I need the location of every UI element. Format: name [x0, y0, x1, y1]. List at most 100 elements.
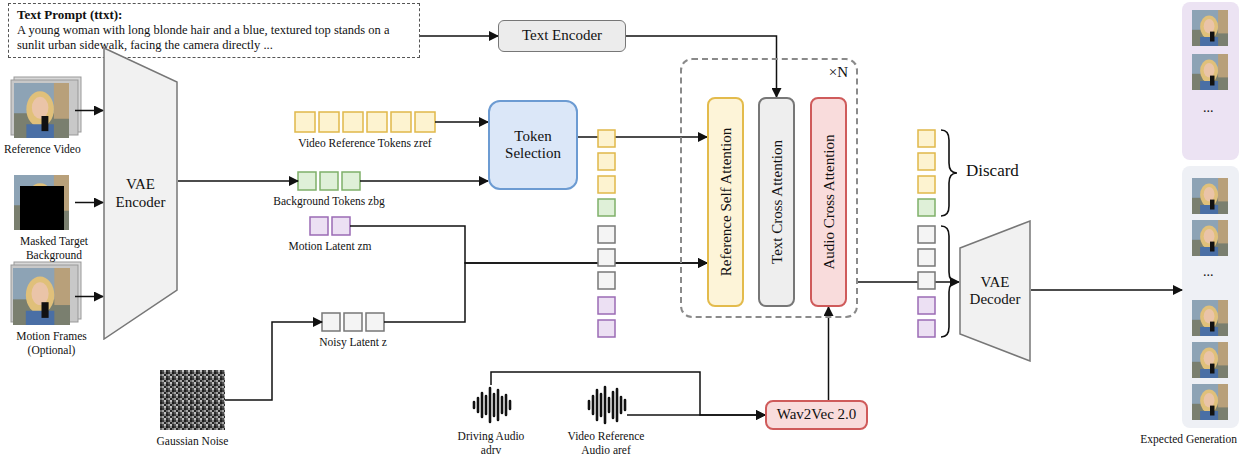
- audio-input: Driving Audio adrv: [470, 385, 512, 425]
- attention-box: Text Cross Attention: [758, 97, 795, 307]
- token: [918, 130, 935, 147]
- waveform: [474, 388, 510, 422]
- prompt-heading: Text Prompt (ttxt):: [17, 7, 411, 23]
- token-selection-box: Token Selection: [488, 100, 578, 190]
- video-frame: [1192, 10, 1228, 46]
- input-token-column: [598, 130, 615, 337]
- video-frame: [1192, 178, 1228, 214]
- noisy-tokens: [322, 313, 384, 331]
- caption: Motion Latent zm: [288, 240, 371, 254]
- token: [598, 199, 615, 216]
- ellipsis: ...: [1203, 100, 1214, 116]
- arrow-connector: [384, 263, 707, 322]
- reference-tokens: [295, 112, 435, 132]
- caption: Gaussian Noise: [157, 435, 229, 449]
- token: [918, 249, 935, 266]
- token: [366, 313, 384, 331]
- caption: Expected Generation: [1140, 433, 1237, 447]
- token: [598, 153, 615, 170]
- token: [295, 112, 315, 132]
- caption: Motion Frames (Optional): [4, 330, 99, 358]
- background-tokens: [298, 172, 360, 190]
- node-label: Wav2Vec 2.0: [777, 406, 857, 423]
- output-token-column: [918, 130, 935, 337]
- arrow-connector: [350, 226, 707, 263]
- token: [322, 313, 340, 331]
- token-strip: Background Tokens zbg: [298, 172, 360, 190]
- motion-tokens: [310, 217, 350, 235]
- token: [298, 172, 316, 190]
- token: [320, 172, 338, 190]
- token: [415, 112, 435, 132]
- token: [342, 172, 360, 190]
- arrow-connector: [828, 307, 830, 400]
- caption: Video Reference Audio aref: [559, 430, 654, 458]
- video-frame: [14, 175, 69, 230]
- encoder-box: Text Encoder: [498, 20, 626, 52]
- video-frame: [13, 268, 70, 325]
- noise-image: [160, 370, 225, 430]
- motion-frames-image: [11, 262, 81, 325]
- arrow-connector: [360, 180, 488, 182]
- token: [598, 320, 615, 337]
- noise-input: Gaussian Noise: [160, 370, 225, 430]
- token: [598, 130, 615, 147]
- node-label: VAE Decoder: [965, 274, 1025, 309]
- token: [332, 217, 350, 235]
- token: [598, 272, 615, 289]
- waveform: [589, 387, 625, 423]
- input-image: Motion Frames (Optional): [8, 268, 75, 325]
- input-image: Reference Video: [8, 83, 75, 138]
- arrow-connector: [225, 322, 322, 400]
- repeat-count: ×N: [829, 64, 848, 81]
- prompt-box: Text Prompt (ttxt):A young woman with lo…: [8, 3, 420, 58]
- token: [598, 226, 615, 243]
- input-image: Masked Target Background: [8, 175, 75, 230]
- caption: Driving Audio adrv: [451, 430, 531, 458]
- token: [391, 112, 411, 132]
- arrow-connector: [1031, 289, 1182, 291]
- node-label: VAE Encoder: [110, 176, 172, 211]
- token: [918, 297, 935, 314]
- prompt-text: A young woman with long blonde hair and …: [17, 23, 411, 53]
- token-strip: Motion Latent zm: [310, 217, 350, 235]
- trapezoid-shape: [960, 221, 1030, 361]
- video-frame: [1192, 300, 1228, 336]
- panel-ground: [1182, 2, 1239, 160]
- node-label: Token Selection: [497, 128, 569, 163]
- audio-input: Video Reference Audio aref: [585, 385, 627, 425]
- arrow-connector: [75, 110, 103, 112]
- node-label: Text Cross Attention: [768, 140, 785, 264]
- token: [343, 112, 363, 132]
- output-panel: Expected Generation: [1182, 2, 1239, 428]
- output-panel: [1182, 2, 1239, 428]
- token: [918, 226, 935, 243]
- bracket: [941, 226, 957, 337]
- caption: Noisy Latent z: [319, 336, 387, 350]
- token: [918, 320, 935, 337]
- node-label: Text Encoder: [522, 27, 602, 44]
- token-strip: Video Reference Tokens zref: [295, 112, 435, 132]
- arrow-connector: [627, 414, 765, 416]
- transformer-block: Reference Self AttentionText Cross Atten…: [680, 58, 858, 318]
- token: [367, 112, 387, 132]
- arrow-connector: [420, 35, 498, 37]
- token: [319, 112, 339, 132]
- ellipsis: ...: [1203, 264, 1214, 280]
- arrow-connector: [75, 296, 103, 298]
- mask-region: [20, 186, 64, 230]
- trapezoid-shape: [104, 48, 177, 339]
- token-strip: Noisy Latent z: [322, 313, 384, 331]
- vae-decoder: VAE Decoder: [959, 220, 1031, 362]
- caption: Background Tokens zbg: [273, 195, 384, 209]
- arrow-connector: [491, 372, 765, 415]
- attention-box: Audio Cross Attention: [810, 97, 847, 307]
- token: [918, 153, 935, 170]
- reference-video-image: [11, 77, 81, 138]
- video-frame: [1192, 220, 1228, 256]
- video-frame: [14, 83, 69, 138]
